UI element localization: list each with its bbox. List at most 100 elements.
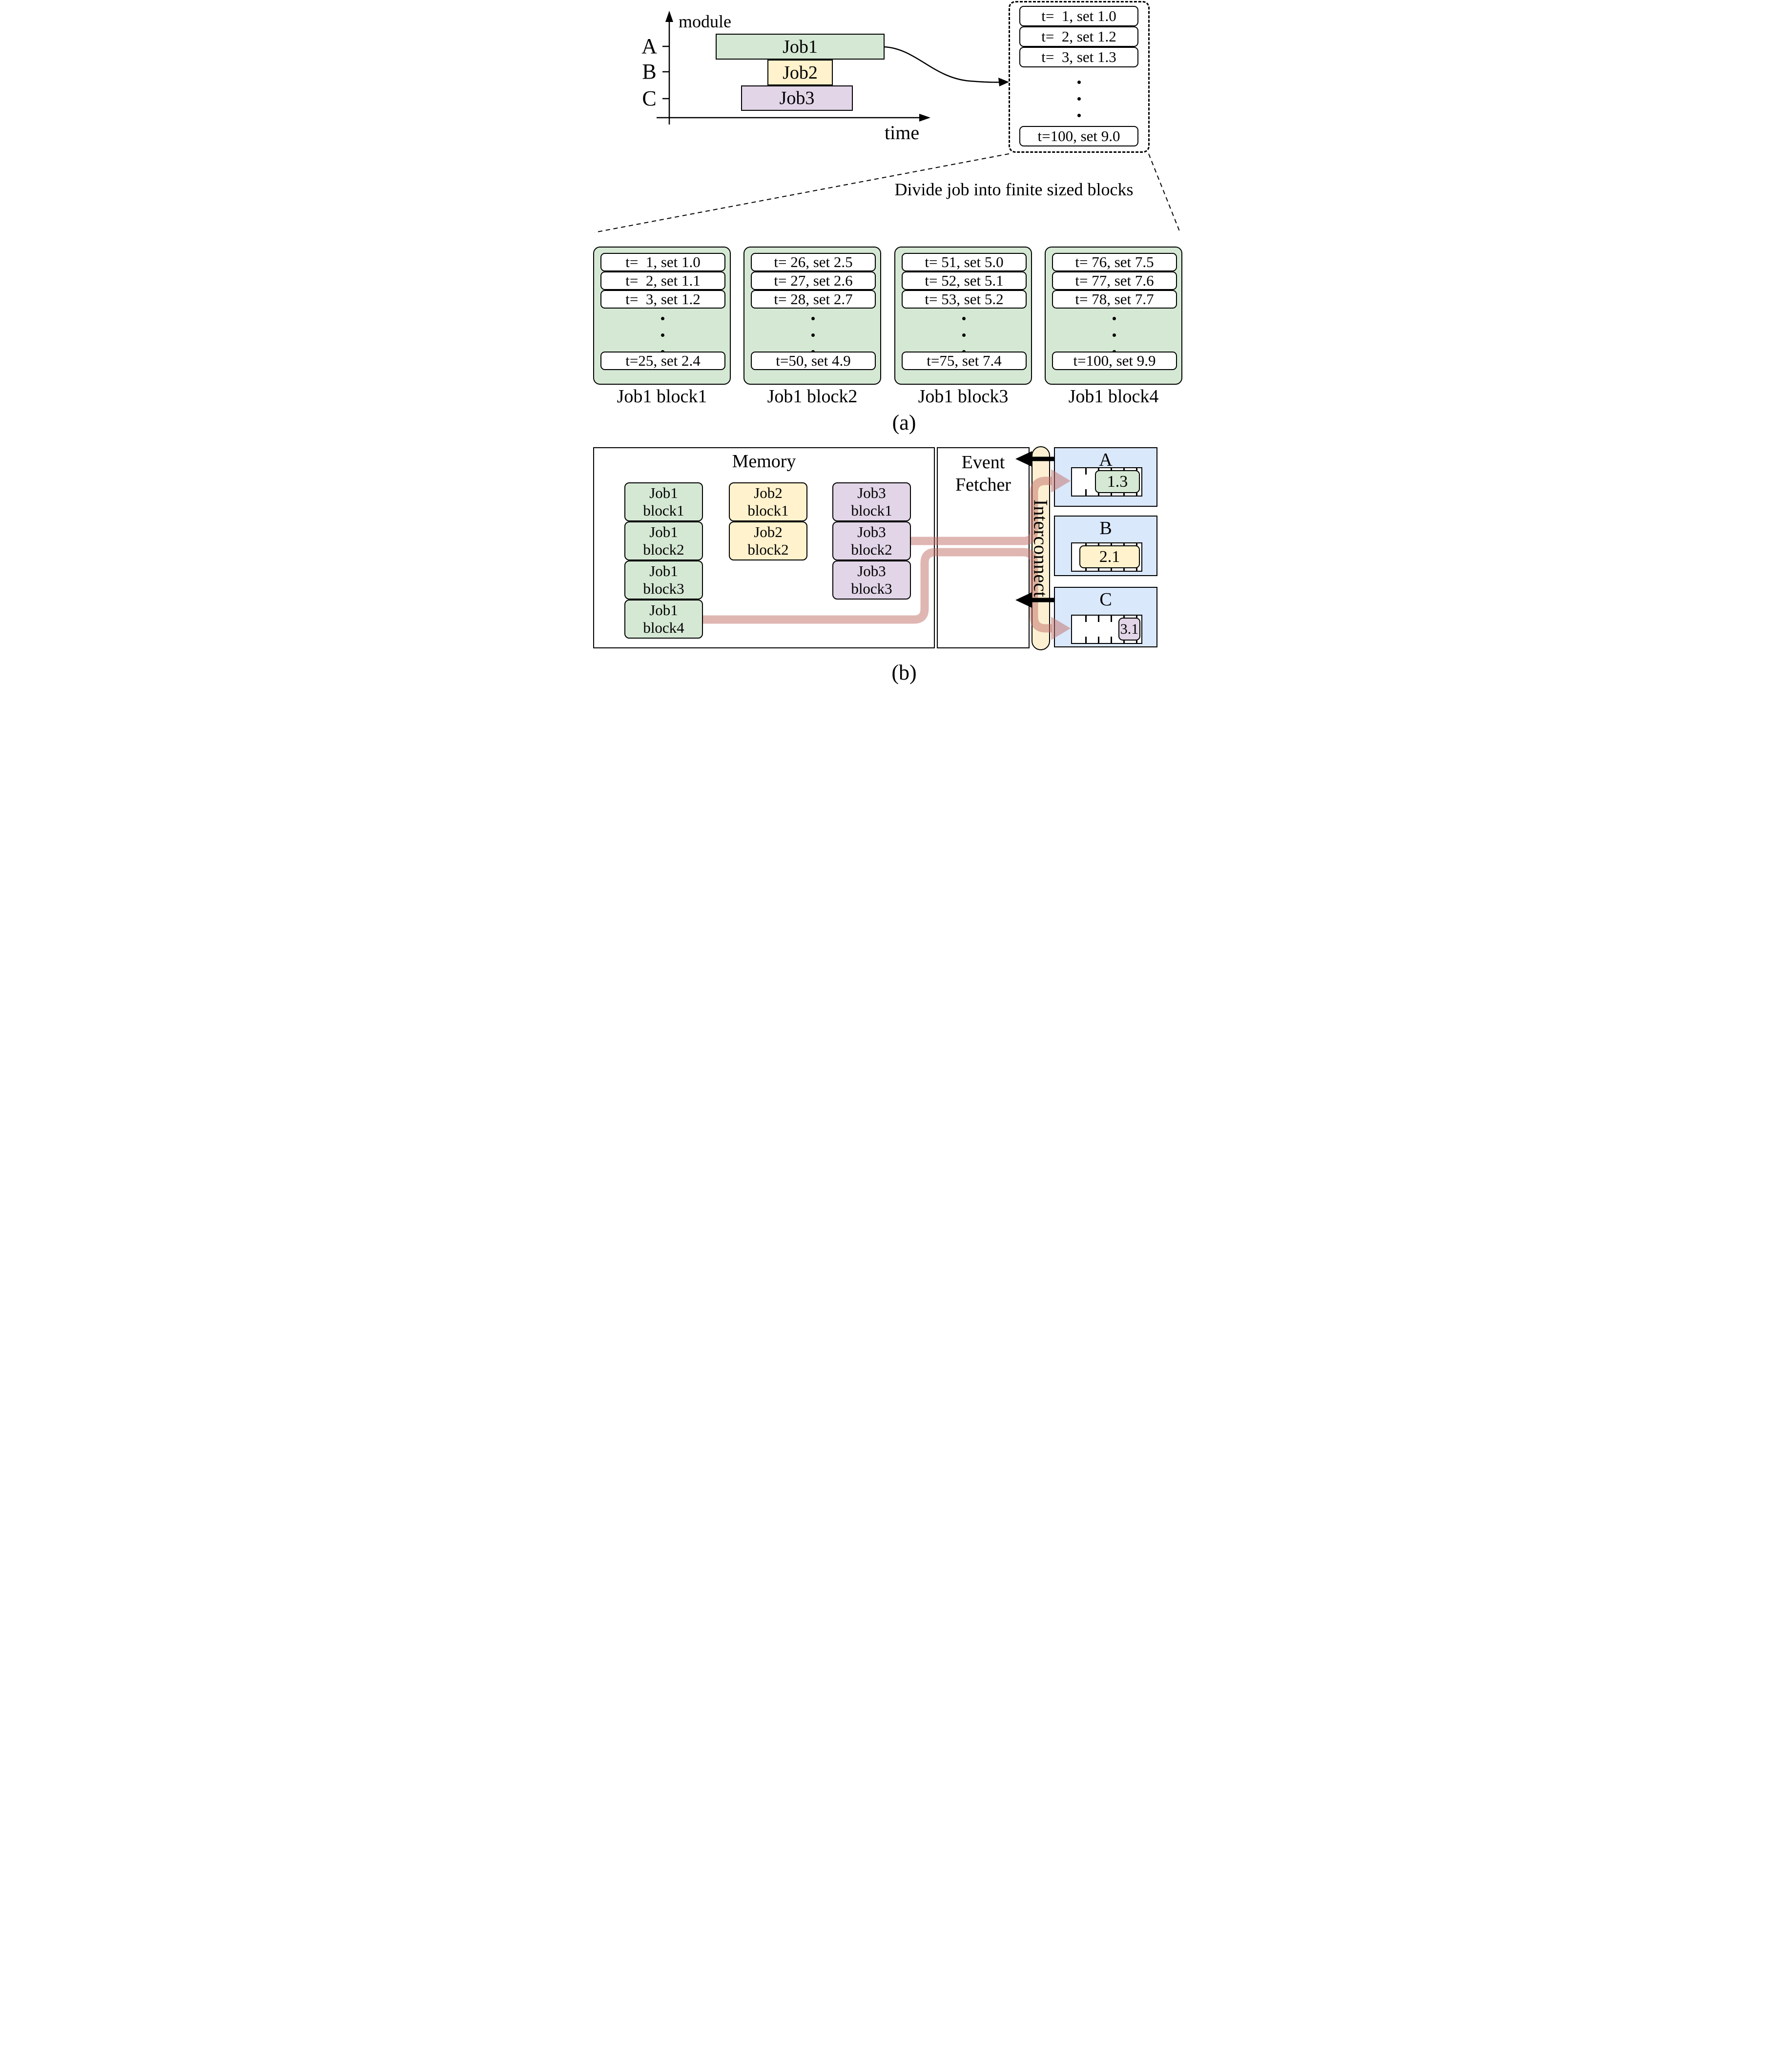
stream-arrowhead-icon	[998, 78, 1009, 86]
block-event-row: t= 51, set 5.0	[902, 253, 1027, 271]
mem-block-line: Job2	[754, 523, 783, 540]
block-event-row: t= 26, set 2.5	[751, 253, 876, 271]
mem-block-line: Job3	[857, 484, 886, 501]
job1-block2-box: t= 26, set 2.5 t= 27, set 2.6 t= 28, set…	[743, 247, 881, 385]
block-ellipsis	[811, 317, 815, 353]
gantt-row-label-a: A	[641, 34, 657, 58]
mem-block-line: block2	[747, 541, 789, 558]
panel-a-label: (a)	[892, 411, 916, 435]
block-event-row: t= 2, set 1.1	[600, 271, 725, 290]
stream-event-row: t= 1, set 1.0	[1019, 6, 1138, 26]
module-c-timeline: 3.1	[1071, 615, 1142, 644]
stream-event-row-last: t=100, set 9.0	[1019, 126, 1138, 146]
gantt-x-axis-label: time	[885, 122, 920, 144]
block-event-row-last: t=75, set 7.4	[902, 352, 1027, 370]
timeline-tick	[1085, 468, 1087, 475]
module-b-timeline: 2.1	[1071, 542, 1142, 572]
mem-block-line: block2	[851, 541, 892, 558]
mem-block-line: Job1	[649, 562, 678, 580]
job1-block1-box: t= 1, set 1.0 t= 2, set 1.1 t= 3, set 1.…	[593, 247, 731, 385]
job1-block4-box: t= 76, set 7.5 t= 77, set 7.6 t= 78, set…	[1045, 247, 1182, 385]
block-event-row: t= 27, set 2.6	[751, 271, 876, 290]
block-event-row: t= 78, set 7.7	[1052, 290, 1177, 309]
block-event-row-last: t=50, set 4.9	[751, 352, 876, 370]
mem-block-line: block1	[643, 502, 684, 519]
job1-to-stream-arrow	[884, 46, 1002, 83]
module-c-current-event: 3.1	[1118, 618, 1140, 641]
mem-block-line: block3	[851, 580, 892, 597]
job1-block4-label: Job1 block4	[1068, 386, 1159, 407]
module-a-title: A	[1099, 450, 1113, 470]
timeline-tick	[1085, 637, 1087, 643]
block-event-row: t= 3, set 1.2	[600, 290, 725, 309]
interconnect-label: Interconnect	[1030, 499, 1052, 597]
block-event-row: t= 53, set 5.2	[902, 290, 1027, 309]
block-ellipsis	[962, 317, 966, 353]
gantt-bar-job3: Job3	[741, 85, 853, 111]
block-event-row: t= 28, set 2.7	[751, 290, 876, 309]
timeline-tick	[1085, 616, 1087, 622]
mem-block-line: Job1	[649, 523, 678, 540]
event-fetcher-line2: Fetcher	[955, 475, 1011, 495]
block-event-row-last: t=25, set 2.4	[600, 352, 725, 370]
y-axis-arrowhead-icon	[665, 11, 673, 22]
timeline-tick	[1098, 637, 1099, 643]
x-axis-arrowhead-icon	[919, 114, 930, 122]
mem-block-line: Job1	[649, 484, 678, 501]
figure-canvas: module time A B C Job1 Job2 Job3 t= 1, s…	[592, 0, 1183, 691]
stream-event-row: t= 3, set 1.3	[1019, 47, 1138, 67]
gantt-row-label-c: C	[642, 86, 657, 110]
event-fetcher-title: Event Fetcher	[937, 451, 1030, 496]
stream-event-row: t= 2, set 1.2	[1019, 26, 1138, 47]
block-event-row: t= 76, set 7.5	[1052, 253, 1177, 271]
block-event-row-last: t=100, set 9.9	[1052, 352, 1177, 370]
mem-block-line: Job3	[857, 562, 886, 580]
mem-block-line: Job1	[649, 601, 678, 619]
job1-block1-label: Job1 block1	[617, 386, 707, 407]
module-c-box: C 3.1	[1054, 587, 1157, 647]
timeline-tick	[1111, 637, 1112, 643]
stream-ellipsis	[1077, 81, 1081, 117]
gantt-row-label-b: B	[642, 60, 657, 83]
timeline-tick	[1085, 489, 1087, 496]
job1-block3-box: t= 51, set 5.0 t= 52, set 5.1 t= 53, set…	[894, 247, 1032, 385]
block-event-row: t= 52, set 5.1	[902, 271, 1027, 290]
mem-block-line: block4	[643, 619, 684, 636]
memory-title: Memory	[732, 451, 796, 472]
job1-block3-label: Job1 block3	[918, 386, 1009, 407]
gantt-bar-job1: Job1	[716, 34, 885, 60]
mem-block-line: Job2	[754, 484, 783, 501]
panel-b-label: (b)	[891, 661, 917, 684]
gantt-y-axis-label: module	[679, 12, 731, 31]
module-b-title: B	[1099, 518, 1112, 539]
module-a-current-event: 1.3	[1095, 470, 1140, 493]
mem-block-line: block1	[747, 502, 789, 519]
module-c-title: C	[1099, 589, 1112, 610]
block-ellipsis	[661, 317, 664, 353]
timeline-tick	[1098, 616, 1099, 622]
mem-block-line: Job3	[857, 523, 886, 540]
module-a-timeline: 1.3	[1071, 467, 1142, 497]
block-ellipsis	[1113, 317, 1116, 353]
divide-caption: Divide job into finite sized blocks	[894, 180, 1134, 199]
module-b-box: B 2.1	[1054, 516, 1157, 576]
block-event-row: t= 77, set 7.6	[1052, 271, 1177, 290]
mem-block-line: block3	[643, 580, 684, 597]
block-event-row: t= 1, set 1.0	[600, 253, 725, 271]
module-b-current-event: 2.1	[1079, 545, 1140, 568]
module-a-box: A 1.3	[1054, 447, 1157, 507]
timeline-tick	[1111, 616, 1112, 622]
event-fetcher-line1: Event	[961, 452, 1005, 473]
mem-block-line: block1	[851, 502, 892, 519]
gantt-bar-job2: Job2	[767, 60, 833, 85]
mem-block-line: block2	[643, 541, 684, 558]
